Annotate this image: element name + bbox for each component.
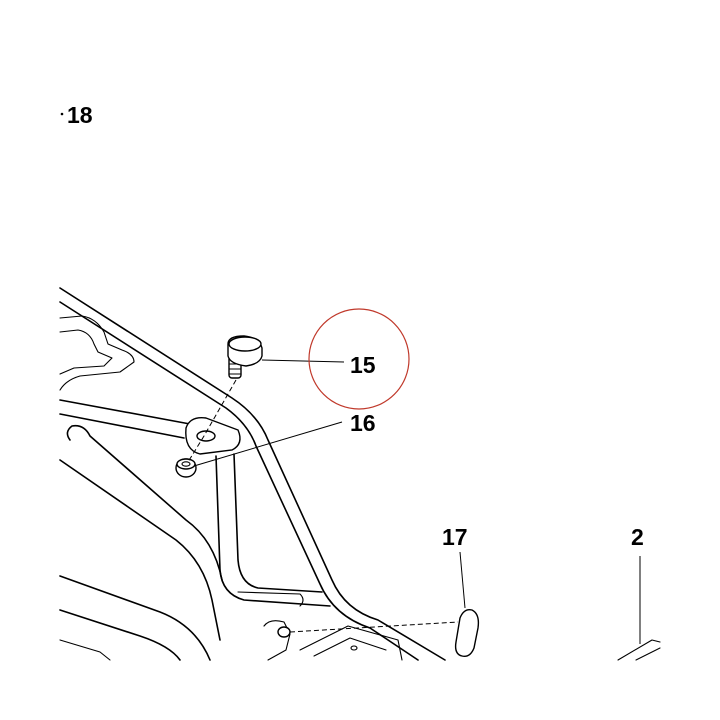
callout-15-label: 15 [350, 352, 376, 378]
part-16-grommet [175, 458, 197, 478]
bumper-axis-line [289, 621, 459, 633]
callout-16[interactable]: 16 [350, 410, 376, 436]
leader-17 [459, 551, 466, 609]
callout-16-label: 16 [350, 410, 376, 436]
leader-16 [193, 421, 343, 467]
callout-2-label: 2 [631, 524, 644, 550]
callout-17[interactable]: 17 [442, 524, 468, 550]
callout-18-dot [60, 112, 64, 116]
right-side-piece-inner [635, 647, 661, 661]
mounting-hole [196, 430, 216, 442]
part-17-bumper [454, 608, 480, 658]
frame-outer-tube-inner [59, 301, 419, 661]
frame-vertical-strut-left [215, 455, 331, 607]
assembly-lines [187, 379, 459, 633]
frame-lower-diagonal-2 [66, 424, 223, 581]
leader-15 [261, 359, 345, 363]
frame-gusset [59, 315, 135, 391]
callout-18-label: 18 [67, 102, 93, 128]
callout-15[interactable]: 15 [308, 308, 410, 410]
frame-lower-member-3 [59, 639, 111, 661]
frame-assembly [59, 287, 661, 661]
part-15-pin [227, 335, 263, 379]
right-side-piece [617, 639, 661, 661]
frame-gusset-inner [59, 329, 113, 375]
frame-lower-diagonal-1 [59, 459, 221, 641]
grommet-top [176, 458, 196, 470]
frame-brace-lower [59, 413, 185, 439]
callout-17-label: 17 [442, 524, 468, 550]
callout-2[interactable]: 2 [631, 524, 644, 550]
callout-18[interactable]: 18 [60, 102, 93, 128]
pin-head-top [228, 336, 262, 352]
frame-lower-member-1 [59, 575, 211, 661]
bottom-panel-inner [313, 637, 387, 657]
pin-axis-line [187, 379, 237, 463]
bottom-panel-hole [350, 645, 358, 651]
bottom-panel [299, 625, 403, 661]
frame-vertical-strut-right [233, 453, 323, 593]
frame-outer-tube [59, 287, 446, 661]
bumper-body [454, 608, 480, 658]
bottom-bracket [263, 620, 291, 661]
grommet-hole [181, 461, 191, 467]
frame-lower-member-2 [59, 609, 181, 661]
leader-lines [193, 359, 641, 644]
frame-brace-upper [59, 399, 191, 425]
frame-strut-detail [237, 591, 304, 607]
callout-15-highlight [308, 308, 410, 410]
bottom-bracket-hole [277, 626, 291, 638]
